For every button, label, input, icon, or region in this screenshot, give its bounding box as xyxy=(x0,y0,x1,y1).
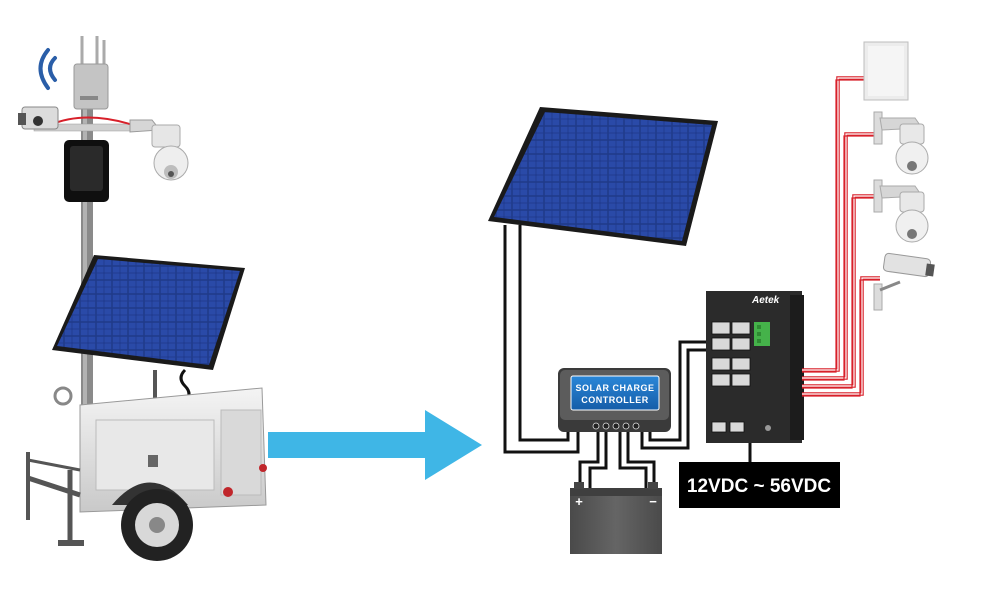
solar-trailer xyxy=(18,36,267,561)
arrow-icon xyxy=(268,410,482,480)
battery-icon: + − xyxy=(570,482,662,554)
solar-panel-icon xyxy=(488,107,718,246)
bullet-camera-icon xyxy=(18,106,59,130)
controller-line1: SOLAR CHARGE xyxy=(575,383,654,393)
ptz-dome-camera-icon xyxy=(873,179,929,243)
controller-line2: CONTROLLER xyxy=(581,395,649,405)
power-terminal xyxy=(754,322,770,346)
trailer-icon xyxy=(26,387,267,561)
battery-positive: + xyxy=(575,494,583,509)
flat-panel-antenna-icon xyxy=(863,41,909,101)
switch-brand: Aetek xyxy=(751,295,780,306)
solar-panel-icon xyxy=(52,255,245,420)
charge-controller-icon: SOLAR CHARGE CONTROLLER xyxy=(558,368,671,432)
wifi-icon xyxy=(38,48,57,90)
ptz-dome-camera-icon xyxy=(129,119,189,181)
ptz-dome-camera-icon xyxy=(873,111,929,175)
voltage-label: 12VDC ~ 56VDC xyxy=(679,462,840,508)
battery-negative: − xyxy=(649,494,657,509)
access-point-icon xyxy=(73,36,109,110)
voltage-text: 12VDC ~ 56VDC xyxy=(687,476,831,497)
switch-ports xyxy=(711,321,751,433)
dc-cables xyxy=(503,225,752,490)
poe-cables xyxy=(802,76,880,396)
bullet-camera-icon xyxy=(873,252,935,311)
poe-switch-icon: Aetek xyxy=(706,291,804,443)
